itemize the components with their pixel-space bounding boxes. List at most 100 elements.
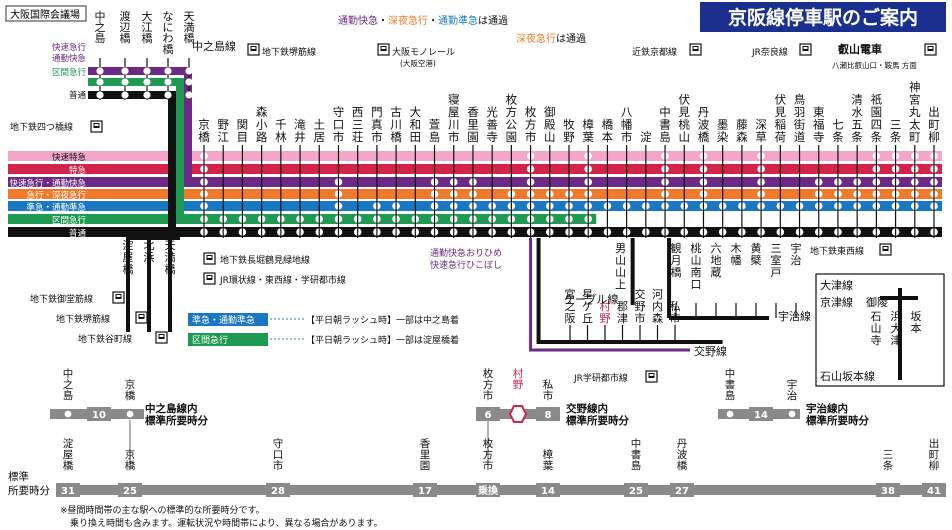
- label-char: 市: [621, 130, 633, 144]
- transfer-icon-window: [139, 315, 144, 317]
- label-char: 辺: [120, 21, 131, 34]
- label-char: 殿: [544, 118, 556, 132]
- time-station-name: 守口市: [273, 437, 284, 472]
- time-marker: 38: [876, 483, 900, 497]
- time-value: 14: [754, 410, 768, 421]
- label-char: 橋: [63, 459, 74, 472]
- label-char: 水: [851, 105, 863, 119]
- transfer-jr-kanjo: JR環状線・東西線・学研都市線: [219, 274, 346, 286]
- label-char: 治: [791, 253, 802, 267]
- time-value: 25: [123, 486, 137, 497]
- label-char: 土: [314, 118, 326, 132]
- time-station-name: 村野: [513, 367, 524, 391]
- time-station-name: 宇治: [787, 378, 798, 402]
- stop-marker: [143, 67, 151, 75]
- time-station-name: 淀屋橋: [63, 437, 74, 472]
- legend-item: 区間急行【平日朝ラッシュ時】一部は淀屋橋着: [188, 333, 459, 346]
- transfer-jr-nara: JR奈良線: [751, 46, 788, 58]
- katano-note: 通勤快急おりひめ: [430, 247, 502, 259]
- label-char: 古: [390, 105, 402, 119]
- label-char: 坂: [911, 310, 922, 323]
- label-char: 交: [635, 287, 646, 301]
- time-value: 41: [927, 486, 941, 497]
- transfer-icon-window: [207, 256, 212, 258]
- station-name-出町柳: 出町柳: [928, 105, 940, 144]
- label-char: 地: [711, 254, 722, 267]
- transfer-icon-window: [116, 295, 121, 297]
- label-char: 淀: [63, 437, 74, 450]
- label-char: 口: [691, 278, 702, 291]
- label-char: 見: [775, 105, 787, 119]
- station-name-宇治: 宇治: [791, 242, 802, 267]
- station-name-中書島: 中書島: [659, 105, 671, 144]
- station-name-橋本: 橋本: [602, 118, 614, 145]
- label-char: 条: [871, 130, 883, 144]
- station-name-淀: 淀: [640, 130, 652, 144]
- label-char: 島: [95, 31, 106, 45]
- label-char: 幡: [731, 253, 742, 267]
- service-label-text: 区間急行: [52, 215, 87, 226]
- time-value: 6: [485, 410, 492, 421]
- time-station-name: 丹波橋: [677, 438, 688, 472]
- label-char: 香: [420, 438, 431, 450]
- station-name-牧野: 牧野: [563, 118, 575, 145]
- time-value: 28: [271, 486, 285, 497]
- label-char: 西: [352, 105, 364, 119]
- label-char: 稲: [775, 118, 787, 132]
- station-name-天満橋: 天満橋: [165, 239, 176, 276]
- service-label-bg: [8, 214, 88, 224]
- label-char: 井: [294, 130, 306, 144]
- nakanoshima-band: [88, 78, 188, 86]
- time-marker-bg: [536, 407, 560, 421]
- station-name-御殿山: 御殿山: [544, 105, 556, 144]
- time-station-marker: [125, 409, 135, 419]
- time-marker-bg: [876, 483, 900, 497]
- label-char: 門: [371, 105, 383, 119]
- label-char: 石: [871, 310, 882, 323]
- label-char: 野: [600, 312, 611, 325]
- label-char: 関: [237, 118, 249, 132]
- label-char: 荘: [352, 130, 364, 144]
- transfer-icon-window: [883, 247, 888, 249]
- transfer-icon-window: [649, 374, 654, 376]
- label-char: 京: [125, 448, 136, 461]
- service-label: 特急: [8, 164, 88, 176]
- label-char: 島: [725, 389, 736, 402]
- label-char: 枚: [525, 105, 537, 119]
- label-char: 樟: [543, 448, 554, 461]
- label-char: 森: [256, 105, 268, 119]
- station-name-枚方市: 枚方市: [525, 105, 537, 144]
- label-char: 居: [314, 130, 326, 144]
- label-char: 墨: [717, 118, 729, 132]
- transfer-monorail: 大阪モノレール: [392, 46, 455, 58]
- time-station-name: 枚方市: [483, 367, 494, 402]
- label-char: 里: [420, 449, 431, 461]
- station-name-樟葉: 樟葉: [582, 118, 594, 145]
- station-name-関目: 関目: [237, 118, 249, 145]
- transfer-icon-window: [381, 47, 386, 49]
- transfer-icon: [247, 43, 260, 56]
- time-marker-bg: [56, 483, 80, 497]
- stop-marker: [164, 67, 172, 75]
- label-char: 大: [410, 105, 422, 119]
- label-char: 波: [698, 118, 710, 132]
- label-char: 中: [659, 105, 671, 119]
- transfer-tozai: 地下鉄東西線: [810, 245, 864, 257]
- station-name-交野市: 交野市: [635, 287, 646, 325]
- service-label-text: 急行・深夜急行: [26, 190, 86, 201]
- label-char: 本: [602, 130, 614, 144]
- label-char: 橋: [125, 459, 136, 472]
- title-banner: 京阪線停車駅のご案内: [700, 2, 946, 32]
- time-marker: 6: [476, 407, 500, 421]
- station-name-天満橋: 天満橋: [184, 10, 195, 45]
- label-char: 津: [617, 312, 628, 325]
- time-marker: 25: [118, 483, 142, 497]
- label-char: 檗: [751, 253, 762, 267]
- label-char: 市: [371, 130, 383, 144]
- service-label-bg: [8, 201, 88, 211]
- time-section-label: 標準所要時分: [145, 414, 208, 427]
- label-char: 河: [652, 288, 663, 301]
- label-char: 寺: [486, 130, 498, 144]
- time-marker: 14: [536, 483, 560, 497]
